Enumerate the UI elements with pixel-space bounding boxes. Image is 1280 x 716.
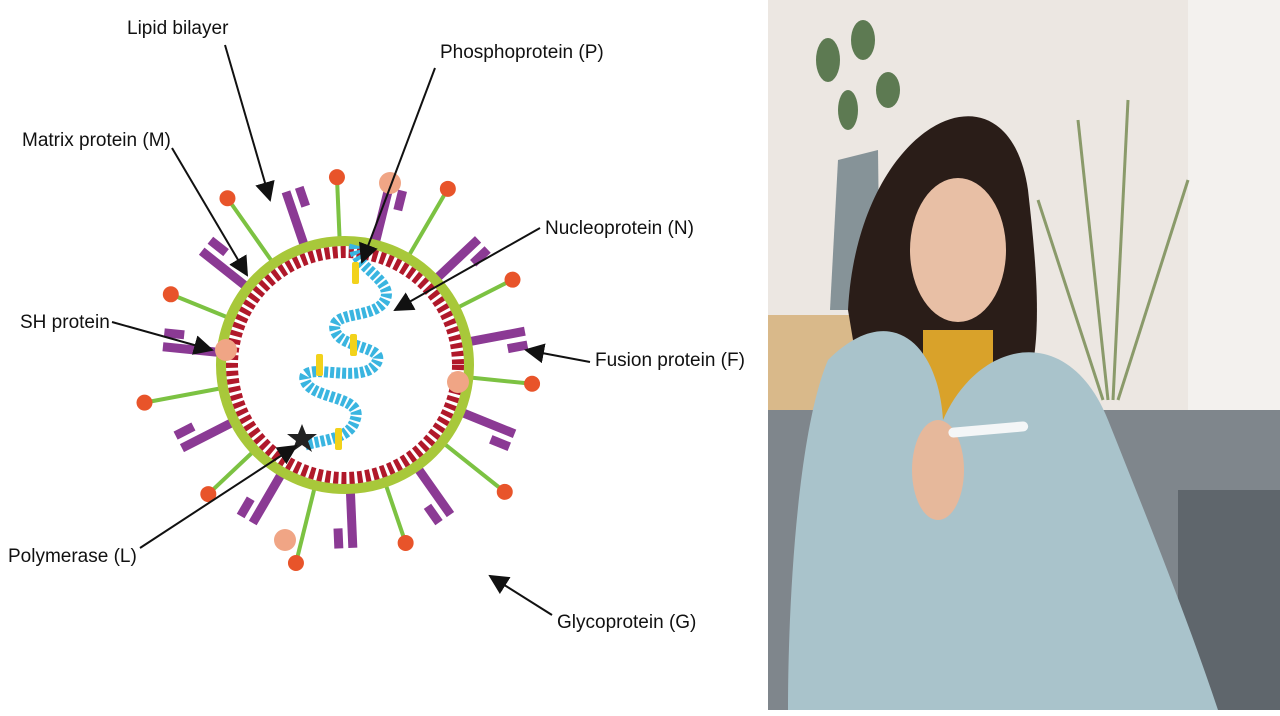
glycoprotein-stem — [144, 386, 220, 405]
fusion-protein-branch — [423, 503, 443, 526]
grass-plant — [1036, 99, 1190, 401]
fusion-protein — [461, 408, 517, 438]
label-polymerase: Polymerase (L) — [8, 546, 137, 567]
fusion-protein-branch — [207, 236, 229, 257]
fusion-protein — [248, 473, 285, 526]
label-arrows — [111, 44, 591, 616]
glycoprotein-stem — [334, 177, 342, 238]
polymerase-star — [287, 424, 317, 452]
label-phosphoprotein: Phosphoprotein (P) — [440, 42, 604, 63]
glycoprotein-head — [524, 375, 541, 392]
glycoprotein-head — [219, 190, 236, 207]
glycoprotein-stem — [458, 277, 514, 309]
glycoprotein-head — [287, 555, 304, 572]
label-sh-protein: SH protein — [20, 312, 110, 333]
glycoprotein-head — [496, 483, 513, 500]
fusion-protein — [434, 236, 482, 281]
label-nucleoprotein: Nucleoprotein (N) — [545, 218, 694, 239]
face — [910, 178, 1006, 322]
glycoprotein-stem — [206, 451, 254, 496]
glycoprotein-head — [328, 169, 345, 186]
fusion-protein-branch — [333, 528, 344, 549]
plant-leaves — [816, 20, 900, 130]
fusion-protein — [198, 247, 248, 289]
hand — [912, 420, 964, 520]
phosphoprotein-marks — [316, 262, 359, 450]
glycoprotein-head — [136, 394, 153, 411]
fusion-protein-branch — [294, 185, 310, 208]
label-fusion-protein: Fusion protein (F) — [595, 350, 745, 371]
fusion-protein — [281, 190, 308, 246]
glycoprotein-stem — [294, 488, 317, 564]
fusion-protein — [415, 467, 455, 518]
glycoprotein-head — [397, 534, 414, 551]
virus-interior — [239, 259, 451, 471]
glycoprotein-stem — [443, 443, 506, 494]
fusion-protein-branch — [489, 435, 511, 451]
thermometer — [948, 421, 1029, 438]
label-matrix-protein: Matrix protein (M) — [22, 130, 171, 151]
glycoprotein-stem — [407, 187, 450, 256]
glycoprotein-head — [200, 486, 217, 503]
fusion-protein — [469, 326, 526, 346]
nucleoprotein-strand — [299, 243, 392, 451]
glycoprotein-stem — [472, 375, 533, 386]
fusion-protein-branch — [393, 189, 407, 212]
glycoprotein-stem — [384, 485, 408, 544]
virus-diagram: Lipid bilayer Phosphoprotein (P) Matrix … — [8, 18, 745, 633]
blanket — [788, 331, 1218, 710]
fusion-protein — [345, 492, 358, 549]
fusion-protein-branch — [470, 246, 491, 267]
sh-proteins — [215, 172, 469, 551]
lipid-bilayer-ring — [216, 236, 474, 494]
glycoprotein-head — [162, 286, 179, 303]
fusion-protein-branch — [506, 340, 529, 354]
fusion-protein — [179, 419, 233, 453]
glycoprotein-head — [439, 180, 456, 197]
sick-woman-photo — [768, 0, 1280, 710]
glycoprotein-stem — [225, 197, 273, 262]
matrix-protein-ring — [226, 246, 464, 484]
fusion-protein-branch — [236, 496, 255, 519]
fusion-protein-branch — [173, 422, 196, 440]
glycoprotein-head — [504, 271, 521, 288]
label-lipid-bilayer: Lipid bilayer — [127, 18, 229, 39]
label-glycoprotein: Glycoprotein (G) — [557, 612, 696, 633]
glycoprotein-stem — [170, 292, 228, 319]
fusion-protein-branch — [163, 328, 185, 340]
